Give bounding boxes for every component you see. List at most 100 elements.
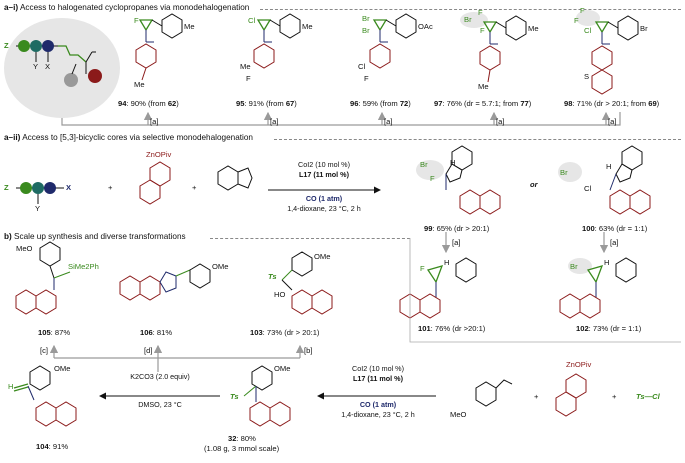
caption-98: 98: 71% (dr > 20:1; from 69) [564,99,660,108]
conditions-b-left: K2CO3 (2.0 equiv) [130,372,190,381]
p104-ome: OMe [54,364,71,373]
p106-ome: OMe [212,262,229,271]
p101-f: F [420,264,425,273]
p95-cl: Cl [248,16,256,25]
p96-cl: Cl [358,62,366,71]
product-94-structure [135,13,183,81]
p100-br: Br [560,168,568,177]
section-b-rule [210,238,410,239]
ref-106: [d] [144,346,153,355]
p98-br: Br [640,24,648,33]
label-y: Y [33,62,39,71]
caption-101: 101: 76% (dr >20:1) [418,324,486,333]
p96-br: Br [362,14,370,23]
ref-97: [a] [496,117,505,126]
p105-meo: MeO [16,244,33,253]
caption-105: 105: 87% [38,328,71,337]
a2-z: Z [4,183,9,192]
p95-me2: Me [240,62,251,71]
plus-3: + [534,392,539,401]
section-a2-prefix: a–ii) [4,133,21,142]
gray-arrows-a2 [441,232,609,254]
p96-br2: Br [362,26,370,35]
reactant-styrene [475,379,513,407]
a2-znopiv: ZnOPiv [146,150,172,159]
p98-f: F [580,6,585,15]
product-96-structure [369,13,417,69]
section-a1-text: Access to halogenated cyclopropanes via … [19,3,250,12]
conditions-b-right: CoI2 (10 mol %) L17 (11 mol %) [352,364,404,383]
product-101-structure [399,257,477,319]
product-97-structure [460,12,527,83]
p97-me: Me [528,24,539,33]
caption-96: 96: 59% (from 72) [350,99,411,108]
caption-106: 106: 81% [140,328,173,337]
ref-103: [b] [304,346,313,355]
caption-94: 94: 90% (from 62) [118,99,179,108]
product-105-structure [15,241,71,315]
styrene-meo: MeO [450,410,467,419]
reactant-arylzinc [139,161,171,205]
p102-br: Br [570,262,578,271]
caption-32-scale: (1.08 g, 3 mmol scale) [204,444,280,453]
conditions-b-left-lower: DMSO, 23 °C [138,400,182,409]
section-a1-title: a–i) Access to halogenated cyclopropanes… [4,3,249,12]
gray-bracket [61,112,621,126]
plus-1: + [108,183,113,192]
or-label: or [530,180,538,189]
gray-arrows-b [49,344,305,372]
ref-105: [c] [40,346,49,355]
caption-99: 99: 65% (dr > 20:1) [424,224,490,233]
p96-oac: OAc [418,22,433,31]
product-102-structure [559,257,637,319]
ref-94: [a] [150,117,159,126]
conditions-a2-lower: CO (1 atm) 1,4-dioxane, 23 °C, 2 h [287,194,361,213]
ref-99: [a] [452,238,461,247]
reactant-indene [217,165,253,191]
p97-f2: F [480,26,485,35]
p32-ome: OMe [274,364,291,373]
caption-100: 100: 63% (dr = 1:1) [582,224,648,233]
p94-me: Me [184,22,195,31]
ref-96: [a] [384,117,393,126]
caption-97: 97: 76% (dr = 5.7:1; from 77) [434,99,532,108]
section-a2-title: a–ii) Access to [5,3]-bicyclic cores via… [4,133,253,142]
p103-ome: OMe [314,252,331,261]
p96-f: F [364,74,369,83]
product-104-structure [13,365,77,427]
p99-f: F [430,174,435,183]
reactant-arylzinc-b [555,373,587,417]
product-95-structure [253,13,301,69]
p98-f2: F [574,16,579,25]
p104-h: H [8,382,14,391]
p100-h: H [606,162,612,171]
plus-4: + [612,392,617,401]
section-a1-rule [260,9,681,10]
p97-br: Br [464,15,472,24]
section-b-title: b) Scale up synthesis and diverse transf… [4,232,186,241]
label-z: Z [4,41,9,50]
ref-100: [a] [610,238,619,247]
p97-me2: Me [478,82,489,91]
reactant-chain-a2 [16,182,64,204]
p99-br: Br [420,160,428,169]
product-99-structure [416,145,501,215]
caption-104: 104: 91% [36,442,69,451]
ref-95: [a] [270,117,279,126]
product-106-structure [119,263,211,301]
a2-y: Y [35,204,41,213]
ref-98: [a] [608,117,617,126]
caption-102: 102: 73% (dr = 1:1) [576,324,642,333]
section-a2-rule [274,139,681,140]
p98-s: S [584,72,590,81]
conditions-b-right-lower: CO (1 atm) 1,4-dioxane, 23 °C, 2 h [341,400,415,419]
p103-ho: HO [274,290,286,299]
p95-f: F [246,74,251,83]
conditions-a2: CoI2 (10 mol %) L17 (11 mol %) [298,160,350,179]
gray-arrows-a1 [143,111,611,125]
product-100-structure [558,145,651,215]
label-x: X [45,62,51,71]
p94-me2: Me [134,80,145,89]
p103-ts: Ts [268,272,277,281]
